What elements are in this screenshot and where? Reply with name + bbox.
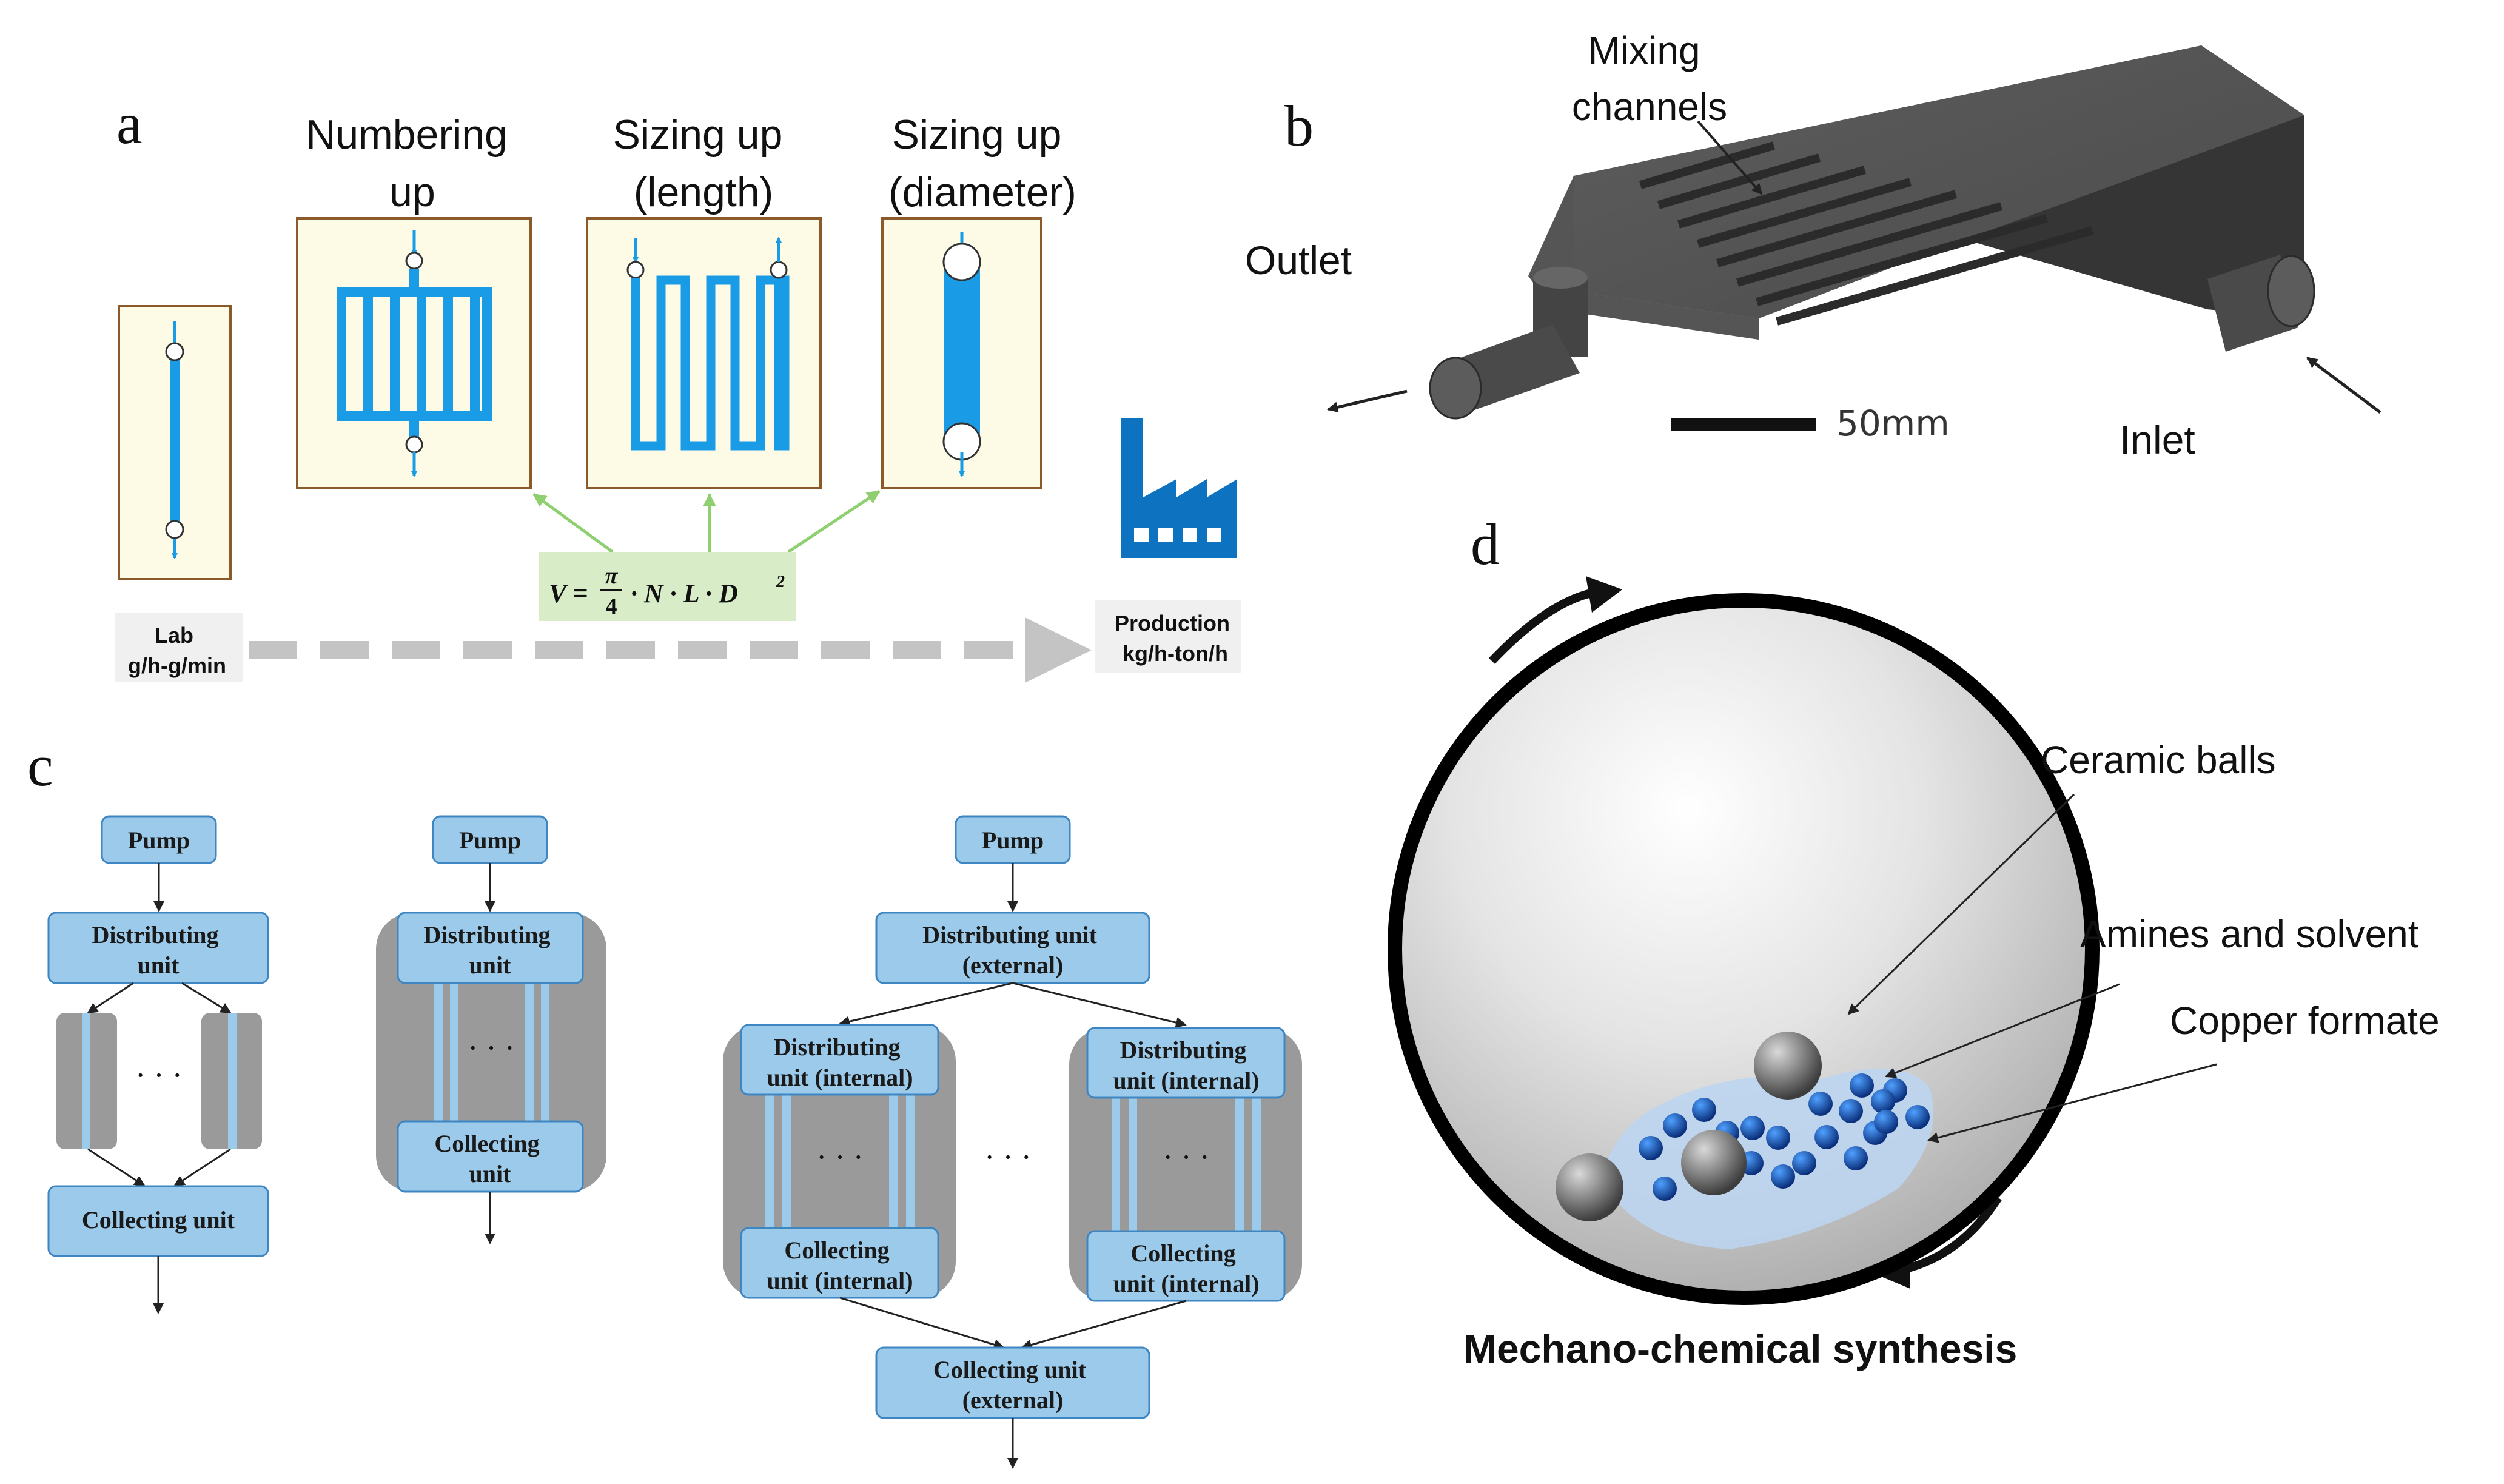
- coll-int-right-label: Collecting unit (internal): [1113, 1240, 1259, 1297]
- formula-connectors: [532, 489, 881, 554]
- distributing-box-1: [47, 912, 269, 984]
- header-length-line1: Sizing up: [613, 112, 783, 158]
- formula-rest: · N · L · D: [631, 579, 738, 608]
- amines-solvent-label: Amines and solvent: [2080, 912, 2419, 956]
- ellipsis-5: · · ·: [1163, 1140, 1210, 1175]
- ceramic-balls-label: Ceramic balls: [2041, 738, 2276, 782]
- cintl-line1: Collecting: [784, 1237, 889, 1264]
- distributing-label-2: Distributing unit: [424, 921, 557, 979]
- ellipsis-4: · · ·: [984, 1140, 1032, 1175]
- distributing-ext-label: Distributing unit (external): [922, 921, 1103, 979]
- cext-line1: Collecting unit: [933, 1356, 1087, 1383]
- svg-text:Production kg/h-ton/h: Production kg/h-ton/h: [1115, 611, 1236, 666]
- dist1-line2: unit: [138, 952, 180, 979]
- cext-line2: (external): [962, 1386, 1064, 1414]
- dist-int-right-label: Distributing unit (internal): [1113, 1036, 1259, 1094]
- formula-lhs: V =: [549, 579, 588, 608]
- mixing-channels-label: Mixing channels: [1572, 29, 1727, 129]
- distributing-label-1: Distributing unit: [92, 921, 225, 979]
- outlet-label: Outlet: [1245, 238, 1352, 283]
- mechano-chemical-title: Mechano-chemical synthesis: [1463, 1326, 2017, 1371]
- mixing-line2: channels: [1572, 85, 1727, 129]
- dext-line1: Distributing unit: [922, 921, 1098, 948]
- formula-pi: π: [605, 563, 619, 589]
- scale-bar: [1671, 418, 1816, 431]
- pump-label-3: Pump: [982, 827, 1044, 854]
- lab-line2: g/h-g/min: [128, 653, 226, 678]
- dext-line2: (external): [962, 952, 1064, 979]
- header-sizing-length: Sizing up (length): [613, 112, 794, 215]
- volume-formula: V = π 4 · N · L · D 2: [539, 552, 796, 621]
- panel-b-letter: b: [1284, 93, 1314, 158]
- header-numbering-line2: up: [389, 169, 435, 215]
- collecting-ext-label: Collecting unit (external): [933, 1356, 1092, 1414]
- sub-module-right: Distributing unit (internal) · · · Colle…: [1069, 1027, 1302, 1302]
- flow-col-2: Pump Distributing unit · · · Collecting …: [376, 815, 606, 1244]
- header-diameter-line1: Sizing up: [892, 112, 1062, 158]
- header-diameter-line2: (diameter): [888, 169, 1076, 215]
- panel-d: d Ceramic balls: [1388, 512, 2440, 1371]
- lab-label: Lab g/h-g/min: [115, 613, 243, 682]
- mixing-line1: Mixing: [1588, 29, 1700, 72]
- rotation-arrow-bottom: [1897, 1195, 2002, 1275]
- dintl-line2: unit (internal): [767, 1064, 913, 1091]
- dintl-line1: Distributing: [774, 1033, 901, 1061]
- dintr-line2: unit (internal): [1113, 1067, 1259, 1094]
- svg-text:Lab g/h-g/min: Lab g/h-g/min: [128, 623, 226, 678]
- collecting-label-2: Collecting unit: [434, 1130, 545, 1187]
- panel-a-letter: a: [116, 91, 143, 156]
- mixer-device: [1429, 45, 2315, 420]
- scale-label: 50mm: [1836, 403, 1950, 444]
- header-length-line2: (length): [634, 169, 774, 215]
- ceramic-balls: [1556, 1032, 1822, 1221]
- coll-int-left-label: Collecting unit (internal): [767, 1237, 913, 1294]
- cintr-line1: Collecting: [1130, 1240, 1235, 1267]
- panel-d-letter: d: [1471, 512, 1500, 577]
- lab-channel-box: [118, 305, 232, 580]
- dist-int-left-label: Distributing unit (internal): [767, 1033, 913, 1091]
- sizing-diameter-box: [881, 217, 1042, 489]
- production-line1: Production: [1115, 611, 1230, 636]
- panel-a: a Numbering up Sizing up (length) Sizing…: [115, 91, 1241, 683]
- dist2-line2: unit: [469, 952, 512, 979]
- header-numbering-line1: Numbering: [306, 112, 508, 158]
- cintl-line2: unit (internal): [767, 1267, 913, 1294]
- pump-label-2: Pump: [459, 827, 521, 854]
- panel-c-letter: c: [27, 733, 53, 798]
- copper-formate-label: Copper formate: [2170, 999, 2440, 1042]
- coll2-line1: Collecting: [434, 1130, 539, 1157]
- flow-col-1: Pump Distributing unit · · · Collecting …: [47, 815, 269, 1314]
- ellipsis-1: · · ·: [135, 1058, 183, 1093]
- sizing-length-box: [586, 217, 822, 489]
- numbering-up-box: [296, 217, 532, 489]
- cintr-line2: unit (internal): [1113, 1270, 1259, 1297]
- scale-up-arrow: [249, 617, 1092, 683]
- distributing-box-2: [397, 912, 584, 984]
- formula-exponent: 2: [776, 572, 785, 591]
- collecting-label-1: Collecting unit: [82, 1206, 235, 1234]
- factory-icon: [1121, 418, 1237, 558]
- ellipsis-2: · · ·: [468, 1031, 515, 1066]
- dist1-line1: Distributing: [92, 921, 219, 948]
- production-line2: kg/h-ton/h: [1123, 641, 1228, 666]
- coll2-line2: unit: [469, 1160, 512, 1187]
- sub-module-left: Distributing unit (internal) · · · Colle…: [723, 1024, 956, 1299]
- formula-four: 4: [606, 594, 617, 619]
- panel-b: b Mixing channels Outlet Inlet: [1245, 29, 2381, 462]
- ellipsis-3: · · ·: [816, 1140, 864, 1175]
- panel-c: c Pump Distributing unit · · · Collectin…: [27, 733, 1302, 1469]
- lab-line1: Lab: [155, 623, 193, 648]
- header-sizing-diameter: Sizing up (diameter): [888, 112, 1076, 215]
- mixing-channel-stripes: [1639, 141, 2093, 326]
- header-numbering-up: Numbering up: [306, 112, 519, 215]
- inlet-label: Inlet: [2120, 417, 2195, 462]
- production-label: Production kg/h-ton/h: [1095, 600, 1241, 673]
- pump-label-1: Pump: [128, 827, 190, 854]
- dintr-line1: Distributing: [1120, 1036, 1247, 1064]
- flow-col-3: Pump Distributing unit (external) Distri…: [723, 815, 1302, 1469]
- dist2-line1: Distributing: [424, 921, 551, 948]
